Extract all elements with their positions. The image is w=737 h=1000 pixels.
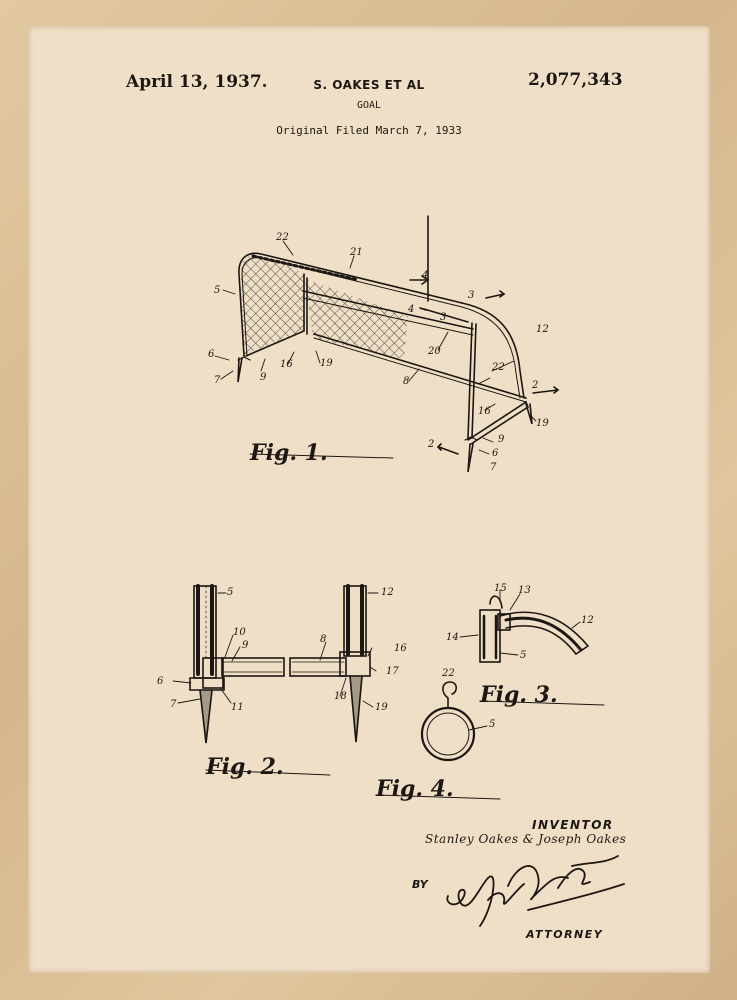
figure-2-post-section: [189, 584, 371, 744]
fig3-ref-numeral: 15: [494, 583, 507, 594]
fig1-ref-numeral: 4: [421, 270, 428, 281]
figure-3-caption-rule: [479, 700, 605, 706]
fig1-ref-numeral: 19: [320, 358, 333, 369]
figure-2-leaders: [172, 592, 379, 708]
fig1-ref-numeral: 16: [280, 359, 293, 370]
figure-1-goal-drawing: [237, 215, 560, 473]
fig2-ref-numeral: 18: [334, 691, 347, 702]
patent-title: GOAL: [356, 100, 382, 111]
figure-3-leaders: [459, 589, 581, 656]
fig2-ref-numeral: 8: [320, 634, 326, 645]
inventor-names: Stanley Oakes & Joseph Oakes: [425, 832, 627, 846]
figure-2-caption: Fig. 2.: [205, 754, 284, 780]
inventor-label: INVENTOR: [532, 818, 614, 832]
fig1-ref-numeral: 22: [491, 362, 505, 373]
fig1-ref-numeral: 8: [403, 376, 409, 387]
fig1-ref-numeral: 7: [214, 375, 221, 386]
fig1-ref-numeral: 5: [214, 285, 220, 296]
fig1-ref-numeral: 16: [478, 406, 491, 417]
figure-3-ref-numerals: 15 13 12 14 5: [446, 583, 594, 661]
fig2-ref-numeral: 11: [231, 702, 244, 713]
fig2-ref-numeral: 16: [394, 643, 407, 654]
fig3-ref-numeral: 13: [518, 585, 531, 596]
fig1-ref-numeral: 9: [498, 434, 505, 445]
by-label: BY: [412, 878, 428, 891]
fig2-ref-numeral: 7: [170, 699, 177, 710]
figure-3-corner-section: [479, 595, 590, 663]
fig4-ref-numeral: 5: [489, 719, 495, 730]
fig3-ref-numeral: 5: [520, 650, 526, 661]
fig1-ref-numeral: 9: [260, 372, 267, 383]
fig1-ref-numeral: 4: [407, 304, 414, 315]
fig3-ref-numeral: 12: [581, 615, 594, 626]
fig1-ref-numeral: 3: [468, 290, 474, 301]
figure-1-caption-rule: [249, 453, 394, 459]
figure-1-leaders: [214, 240, 537, 455]
patent-number: 2,077,343: [528, 70, 623, 90]
fig4-ref-numeral: 22: [441, 668, 455, 679]
fig1-ref-numeral: 6: [208, 349, 215, 360]
fig2-ref-numeral: 17: [386, 666, 399, 677]
fig2-ref-numeral: 6: [157, 676, 164, 687]
fig1-ref-numeral: 3: [440, 312, 446, 323]
fig3-ref-numeral: 14: [446, 632, 459, 643]
figure-3-caption: Fig. 3.: [479, 682, 558, 708]
fig1-ref-numeral: 22: [275, 232, 289, 243]
fig2-ref-numeral: 19: [375, 702, 388, 713]
patent-sheet: April 13, 1937. S. OAKES ET AL 2,077,343…: [28, 26, 710, 973]
fig2-ref-numeral: 10: [233, 627, 246, 638]
fig1-ref-numeral: 21: [349, 247, 363, 258]
filed-date: Original Filed March 7, 1933: [276, 124, 462, 137]
figure-1-caption: Fig. 1.: [249, 440, 328, 466]
patent-date: April 13, 1937.: [126, 72, 268, 92]
fig1-ref-numeral: 19: [536, 418, 549, 429]
figure-4-caption-rule: [375, 794, 501, 800]
fig1-ref-numeral: 6: [492, 448, 499, 459]
figure-4-ref-numerals: 22 5: [441, 668, 495, 730]
fig1-ref-numeral: 12: [536, 324, 549, 335]
fig1-ref-numeral: 7: [490, 462, 497, 473]
figure-4-caption: Fig. 4.: [375, 776, 454, 802]
attorney-signature[interactable]: [446, 855, 625, 927]
fig2-ref-numeral: 9: [242, 640, 249, 651]
fig1-ref-numeral: 20: [427, 346, 441, 357]
figure-2-ref-numerals: 5 12 10 9 8 16 6 17 7 11 18 19: [157, 587, 407, 713]
fig1-ref-numeral: 2: [427, 439, 434, 450]
figure-2-caption-rule: [205, 769, 331, 776]
fig1-ref-numeral: 2: [531, 380, 538, 391]
fig2-ref-numeral: 12: [381, 587, 394, 598]
fig2-ref-numeral: 5: [227, 587, 233, 598]
figure-4-ring: [420, 681, 488, 762]
inventor-header: S. OAKES ET AL: [313, 78, 425, 92]
attorney-label: ATTORNEY: [526, 928, 604, 941]
